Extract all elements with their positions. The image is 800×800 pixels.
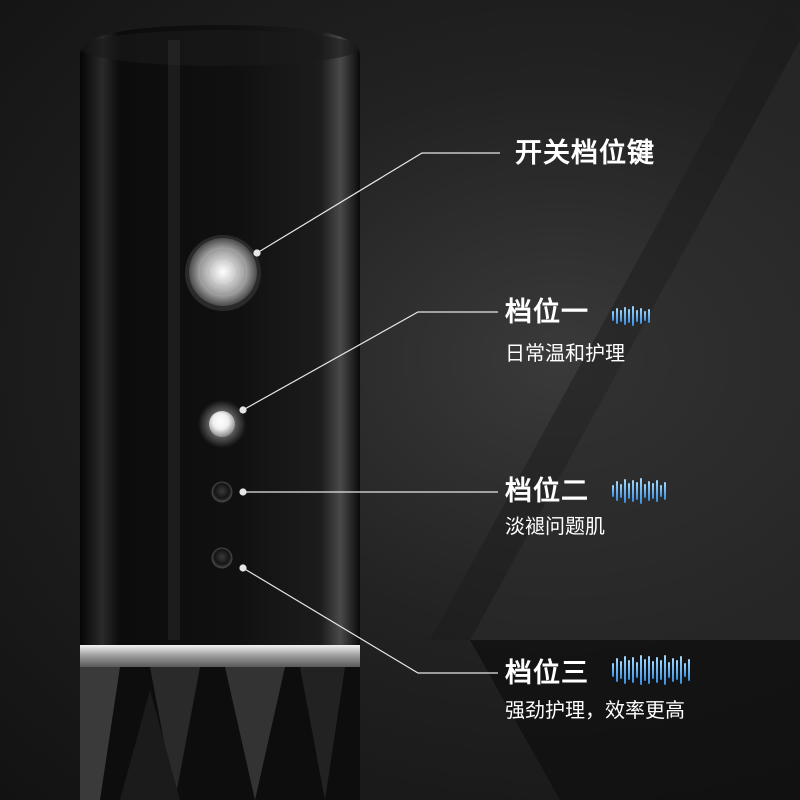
waveform-bar	[620, 310, 622, 322]
callout-title-level-2: 档位二	[505, 476, 589, 507]
waveform-bar	[664, 482, 666, 500]
waveform-bar	[684, 663, 686, 677]
waveform-bar	[648, 481, 650, 501]
waveform-bar	[612, 311, 614, 321]
callout-subtitle-level-2: 淡褪问题肌	[505, 514, 605, 538]
waveform-bar	[632, 480, 634, 502]
waveform-icon-level-2	[612, 476, 666, 506]
waveform-bar	[616, 658, 618, 682]
waveform-bar	[668, 662, 670, 678]
waveform-bar	[640, 478, 642, 504]
waveform-bar	[620, 484, 622, 498]
waveform-bar	[680, 656, 682, 684]
waveform-bar	[616, 308, 618, 324]
waveform-bar	[632, 657, 634, 683]
waveform-bar	[624, 307, 626, 325]
led-indicator-1	[209, 411, 235, 437]
waveform-bar	[640, 655, 642, 685]
callout-title-level-3: 档位三	[505, 658, 589, 689]
waveform-bar	[624, 479, 626, 503]
callout-subtitle-level-3: 强劲护理，效率更高	[505, 698, 685, 722]
waveform-icon-level-1	[612, 301, 650, 331]
waveform-bar	[640, 308, 642, 324]
waveform-bar	[628, 660, 630, 680]
waveform-bar	[688, 659, 690, 681]
waveform-bar	[648, 656, 650, 684]
waveform-bar	[644, 659, 646, 681]
waveform-bar	[664, 655, 666, 685]
waveform-bar	[636, 310, 638, 322]
waveform-bar	[676, 660, 678, 680]
waveform-bar	[628, 309, 630, 323]
waveform-bar	[616, 481, 618, 501]
waveform-bar	[652, 661, 654, 679]
waveform-bar	[648, 309, 650, 323]
callout-lines	[239, 152, 500, 674]
waveform-bar	[660, 660, 662, 680]
led-indicator-3	[211, 547, 233, 569]
waveform-bar	[672, 658, 674, 682]
waveform-bar	[624, 656, 626, 684]
waveform-bar	[636, 662, 638, 678]
waveform-bar	[628, 483, 630, 499]
waveform-bar	[636, 482, 638, 500]
callout-title-power: 开关档位键	[515, 138, 655, 169]
waveform-bar	[660, 485, 662, 497]
waveform-bar	[612, 485, 614, 497]
waveform-bar	[620, 661, 622, 679]
waveform-icon-level-3	[612, 655, 690, 685]
waveform-bar	[656, 657, 658, 683]
waveform-bar	[656, 480, 658, 502]
callout-title-level-1: 档位一	[505, 297, 589, 328]
waveform-bar	[644, 484, 646, 498]
waveform-bar	[612, 663, 614, 677]
waveform-bar	[632, 306, 634, 326]
waveform-bar	[644, 311, 646, 321]
callout-subtitle-level-1: 日常温和护理	[505, 341, 625, 365]
led-indicator-2	[211, 481, 233, 503]
waveform-bar	[652, 483, 654, 499]
